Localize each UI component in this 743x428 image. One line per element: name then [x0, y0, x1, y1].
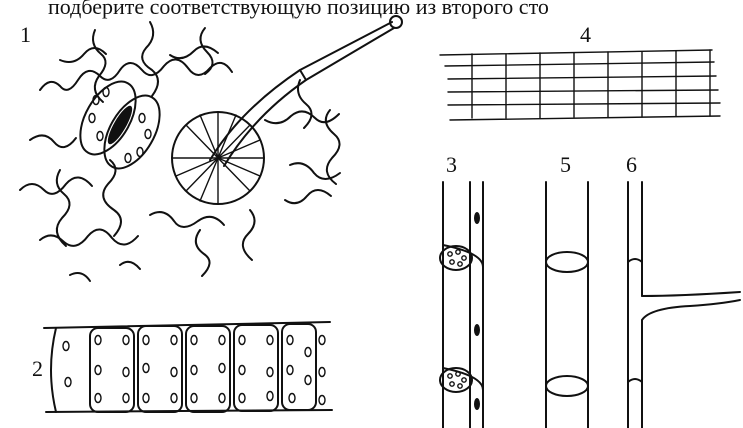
figure-3-sieve-tube: 3 [440, 152, 483, 428]
glandular-hair-base [172, 112, 264, 204]
figure-6-hypha: 6 [626, 152, 740, 428]
trichome [210, 16, 402, 166]
label-1: 1 [20, 22, 31, 47]
caption-text: подберите соответствующую позицию из вто… [48, 0, 549, 19]
figure-1-epidermis: 1 [20, 16, 402, 281]
plastids [63, 336, 325, 405]
epidermal-cell-walls [20, 22, 340, 281]
label-5: 5 [560, 152, 571, 177]
figure-4-grid: 4 [440, 22, 720, 120]
label-4: 4 [580, 22, 591, 47]
figure-2-cell-row: 2 [32, 322, 332, 412]
label-2: 2 [32, 356, 43, 381]
label-3: 3 [446, 152, 457, 177]
figure-5-vessel: 5 [546, 152, 588, 428]
label-6: 6 [626, 152, 637, 177]
